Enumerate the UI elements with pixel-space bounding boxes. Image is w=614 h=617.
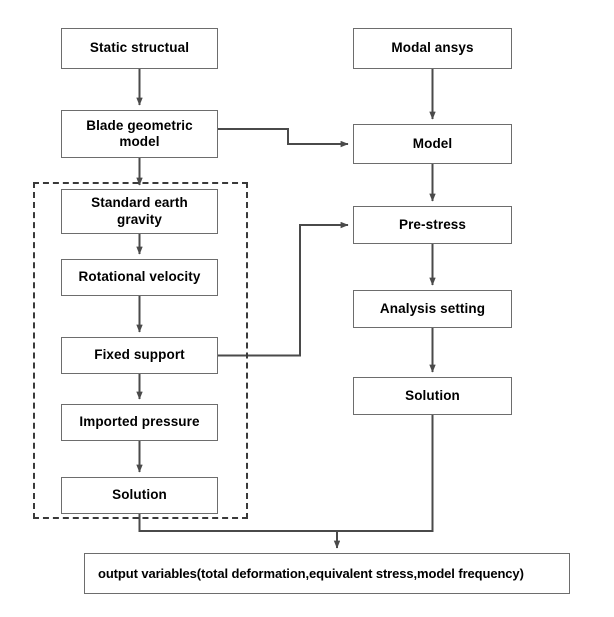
node-standard-earth-gravity[interactable]: Standard earth gravity (61, 189, 218, 234)
node-pre-stress[interactable]: Pre-stress (353, 206, 512, 244)
node-solution-right[interactable]: Solution (353, 377, 512, 415)
node-fixed-support[interactable]: Fixed support (61, 337, 218, 374)
node-static-structural[interactable]: Static structual (61, 28, 218, 69)
node-analysis-setting[interactable]: Analysis setting (353, 290, 512, 328)
node-blade-geometric-model[interactable]: Blade geometric model (61, 110, 218, 158)
node-imported-pressure[interactable]: Imported pressure (61, 404, 218, 441)
node-modal-ansys[interactable]: Modal ansys (353, 28, 512, 69)
node-model[interactable]: Model (353, 124, 512, 164)
node-rotational-velocity[interactable]: Rotational velocity (61, 259, 218, 296)
node-solution-left[interactable]: Solution (61, 477, 218, 514)
edge-blade-to-model (218, 128, 349, 148)
static-structural-branch-group (33, 182, 248, 519)
node-output-variables[interactable]: output variables(total deformation,equiv… (84, 553, 570, 594)
